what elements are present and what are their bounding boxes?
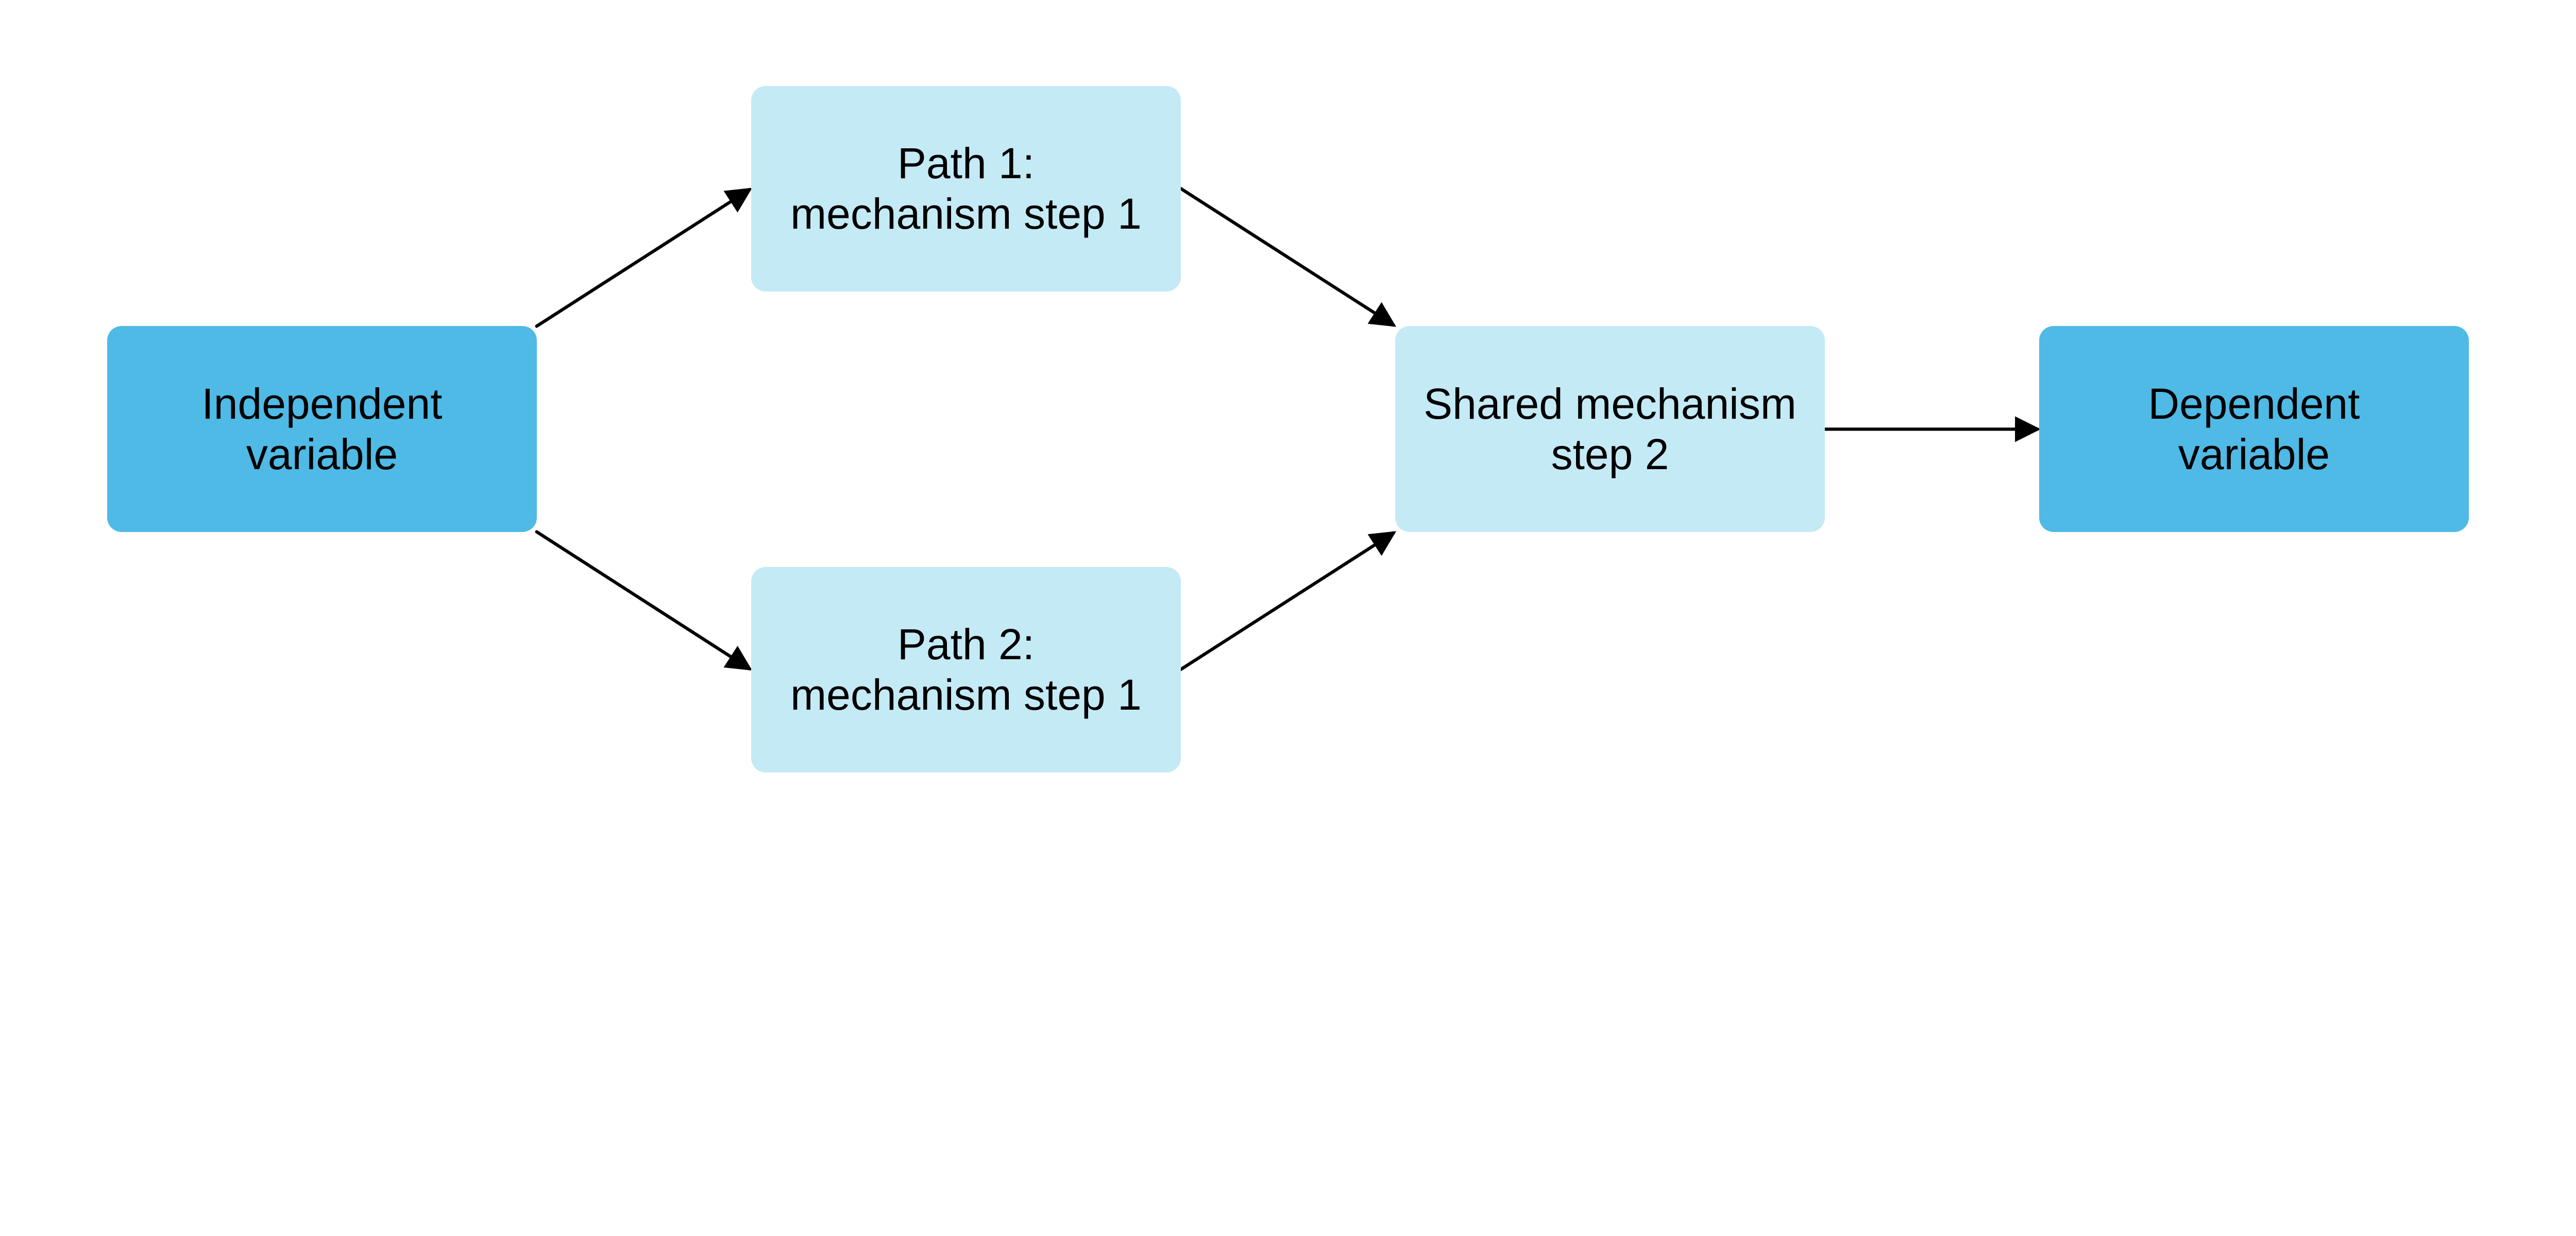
node-label-line2: variable	[2178, 430, 2330, 478]
node-independent-variable: Independent variable	[107, 326, 537, 532]
arrow-path1-to-shared	[1179, 186, 1397, 327]
node-path1-step1: Path 1: mechanism step 1	[751, 85, 1181, 291]
node-label-line2: mechanism step 1	[790, 671, 1142, 719]
node-label-line1: Path 1:	[897, 139, 1035, 188]
node-label-line1: Independent	[201, 379, 443, 428]
node-shared-mechanism-step2: Shared mechanism step 2	[1395, 326, 1825, 532]
arrow-independent-to-path1	[535, 187, 753, 328]
node-label-line1: Path 2:	[897, 620, 1035, 669]
node-label-line2: step 2	[1551, 430, 1669, 478]
node-path2-step1: Path 2: mechanism step 1	[751, 566, 1181, 772]
diagram-canvas: Independent variable Path 1: mechanism s…	[107, 85, 2469, 772]
node-label-line1: Shared mechanism	[1423, 379, 1797, 428]
node-label-line1: Dependent	[2148, 379, 2360, 428]
arrow-independent-to-path2	[535, 530, 753, 671]
node-dependent-variable: Dependent variable	[2039, 326, 2469, 532]
node-label-line2: variable	[246, 430, 398, 478]
node-label-line2: mechanism step 1	[790, 190, 1142, 238]
arrow-path2-to-shared	[1179, 531, 1397, 672]
edges-layer	[535, 186, 2041, 672]
